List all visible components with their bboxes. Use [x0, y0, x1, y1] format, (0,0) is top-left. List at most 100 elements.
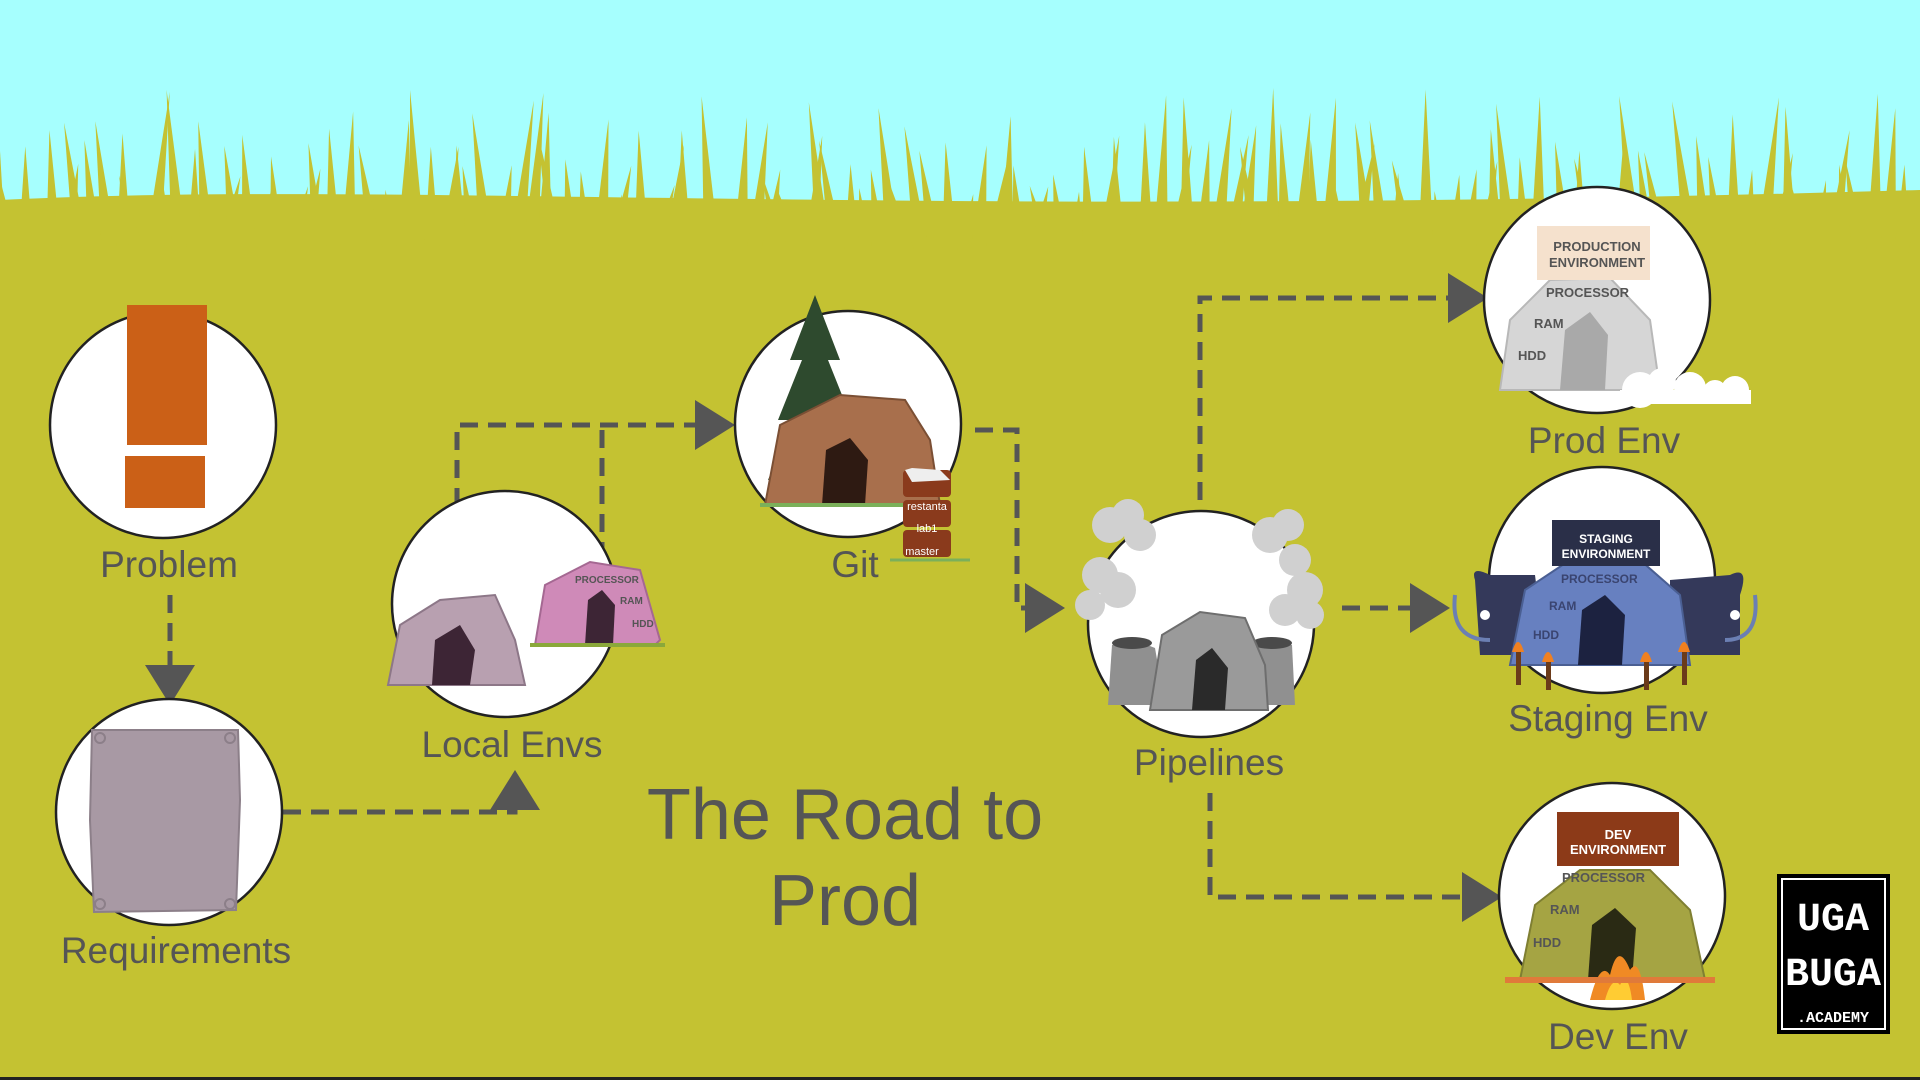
grass-blade	[711, 192, 734, 255]
grass-blade	[494, 165, 512, 255]
smoke-clouds-icon	[1075, 499, 1324, 629]
grass-blade	[166, 89, 188, 255]
branch-lab1: lab1	[917, 523, 938, 535]
problem-label: Problem	[100, 544, 238, 585]
pipelines-label: Pipelines	[1133, 742, 1285, 783]
grass-blade	[1240, 146, 1266, 255]
grass-blade	[95, 121, 118, 255]
prod-env-label: Prod Env	[1527, 420, 1681, 461]
grass-blade	[1068, 191, 1084, 255]
grass-blade	[340, 111, 356, 255]
cave-with-specs-icon: PROCESSOR RAM HDD	[530, 560, 665, 647]
grass-blade	[676, 130, 692, 255]
local-tag-ram: RAM	[620, 596, 643, 607]
grass-blade	[578, 171, 594, 255]
prod-sign-line2: ENVIRONMENT	[1549, 255, 1645, 270]
grass-blade	[224, 145, 244, 255]
grass-blade	[508, 100, 534, 256]
grass-blade	[984, 157, 1009, 255]
grass-blade	[1208, 108, 1232, 255]
cave-icon	[386, 593, 527, 686]
local-tag-processor: PROCESSOR	[575, 575, 640, 586]
staging-sign-line1: STAGING	[1579, 532, 1633, 546]
grass-blade	[1292, 112, 1311, 255]
prod-sign-line1: PRODUCTION	[1553, 239, 1640, 254]
grass-blade	[1180, 97, 1196, 256]
staging-cave-icon: STAGING ENVIRONMENT PROCESSOR RAM HDD	[1508, 520, 1692, 666]
arrow-git-to-pipelines	[975, 427, 1065, 633]
uga-buga-logo: UGA BUGA .ACADEMY	[1777, 874, 1890, 1034]
staging-sign-line2: ENVIRONMENT	[1562, 547, 1651, 561]
grass-blade	[326, 128, 342, 255]
git-node: restanta lab1 master	[733, 295, 970, 562]
grass-blade	[64, 122, 90, 255]
local-tag-hdd: HDD	[632, 619, 654, 630]
logo-line3: .ACADEMY	[1797, 1010, 1869, 1027]
grass-blade	[198, 121, 216, 255]
title-line-1: The Road to	[646, 775, 1044, 855]
grass-blade	[1460, 169, 1477, 255]
grass-blade	[270, 156, 286, 255]
grass-blade	[1194, 140, 1210, 255]
logo-line2: BUGA	[1785, 953, 1881, 998]
grass-blade	[620, 194, 636, 255]
grass-blade	[84, 140, 104, 255]
title-line-2: Prod	[768, 861, 922, 941]
dev-tag-ram: RAM	[1550, 902, 1580, 917]
grass-blade	[942, 142, 958, 255]
prod-tag-processor: PROCESSOR	[1546, 285, 1630, 300]
grass-blade	[1082, 146, 1098, 255]
grass-blade	[844, 164, 860, 255]
dev-sign-line2: ENVIRONMENT	[1570, 842, 1666, 857]
smoking-cave-icon	[1108, 610, 1295, 711]
grass-blade	[18, 146, 34, 255]
grass-blade	[1824, 130, 1850, 255]
staging-tag-ram: RAM	[1549, 599, 1576, 613]
dev-sign-line1: DEV	[1605, 827, 1632, 842]
grass-blade	[648, 185, 675, 255]
grass-blade	[564, 159, 580, 255]
grass-blade	[119, 175, 146, 255]
grass-blade	[186, 148, 202, 255]
grass-blade	[1110, 136, 1126, 255]
grass-blade	[1672, 101, 1700, 256]
grass-blade	[1740, 169, 1756, 255]
grass-blade	[1866, 93, 1882, 256]
grass-blade	[1138, 122, 1154, 256]
grass-blade	[1696, 135, 1714, 255]
dev-cave-icon: DEV ENVIRONMENT PROCESSOR RAM HDD	[1518, 812, 1707, 981]
pipelines-node	[1075, 499, 1324, 739]
grass-blade	[382, 189, 398, 255]
grass-blade	[349, 180, 370, 255]
grass-blade	[1278, 123, 1294, 256]
grass-blade	[592, 119, 609, 255]
branch-stack-icon: restanta lab1 master	[890, 468, 970, 562]
arrow-local-to-git-a	[454, 400, 735, 590]
grass-blade	[0, 150, 6, 255]
grass-blade	[358, 145, 384, 255]
grass-blade	[1810, 180, 1826, 255]
grass-blade	[1791, 185, 1812, 255]
grass-blade	[1488, 129, 1504, 255]
grass-blade	[904, 126, 930, 255]
prod-env-node: PRODUCTION ENVIRONMENT PROCESSOR RAM HDD	[1482, 185, 1751, 415]
local-envs-node: PROCESSOR RAM HDD	[386, 489, 665, 719]
grass-blade	[1908, 196, 1920, 255]
grass-blade	[1496, 103, 1518, 255]
mammoth-right-icon	[1670, 572, 1758, 655]
grass-blade	[762, 176, 790, 255]
dev-tag-processor: PROCESSOR	[1562, 870, 1646, 885]
grass-blade	[870, 169, 888, 255]
grass-blade	[1418, 89, 1434, 255]
grass-blade	[1446, 174, 1462, 255]
dev-tag-hdd: HDD	[1533, 935, 1561, 950]
connectors	[145, 273, 1502, 922]
grass-blade	[284, 186, 309, 255]
grass-blade	[1726, 114, 1742, 256]
grass-blade	[1845, 159, 1868, 255]
grass-blade	[472, 113, 496, 255]
git-label: Git	[831, 544, 879, 585]
torch-icons	[1512, 642, 1690, 690]
